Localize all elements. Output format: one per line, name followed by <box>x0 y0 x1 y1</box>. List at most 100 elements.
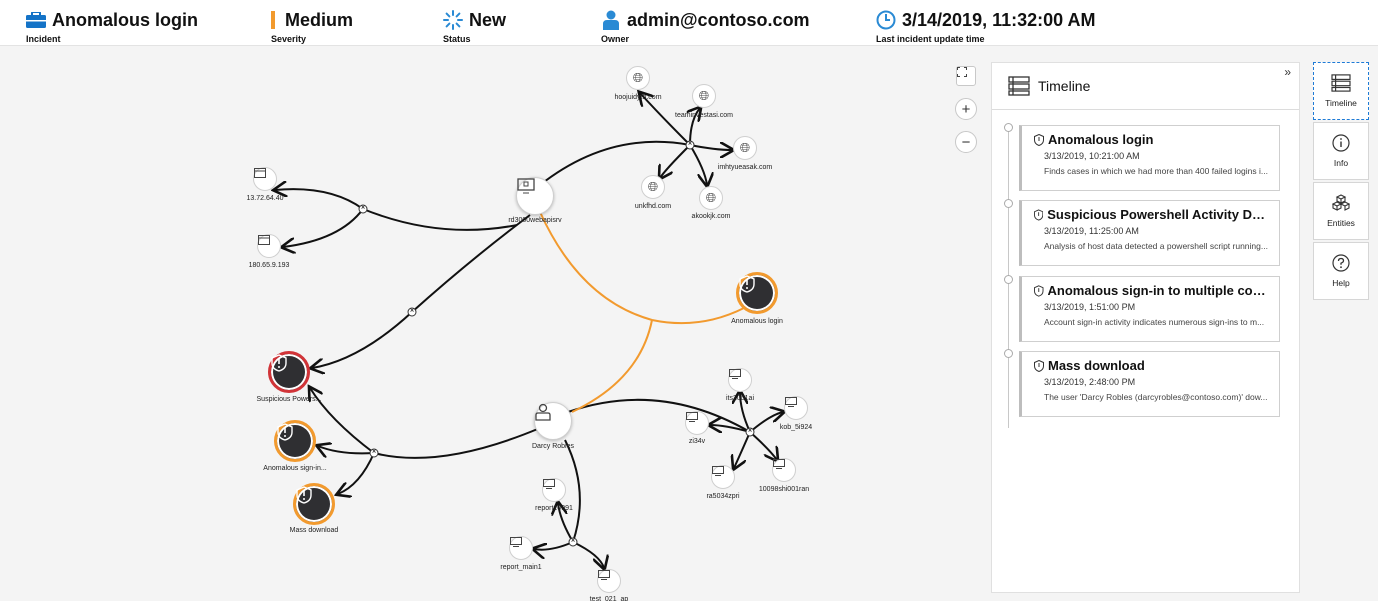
briefcase-icon <box>26 10 46 30</box>
computer-label: 10098shi001ran <box>758 486 810 493</box>
domain-node[interactable]: 🌐︎ <box>692 84 716 108</box>
alert-node-mass-download[interactable] <box>293 483 335 525</box>
investigation-graph[interactable]: × × × × × × 13.72.64.40 180.65.9.193 rd3… <box>0 46 990 601</box>
computer-node[interactable] <box>685 411 709 435</box>
shield-alert-icon <box>277 423 293 441</box>
graph-edges <box>0 46 990 601</box>
rail-timeline-button[interactable]: Timeline <box>1313 62 1369 120</box>
domain-node[interactable]: 🌐︎ <box>699 186 723 210</box>
domain-node[interactable]: 🌐︎ <box>641 175 665 199</box>
ip-icon <box>258 235 270 245</box>
globe-icon: 🌐︎ <box>647 179 659 194</box>
ip-label: 13.72.64.40 <box>246 195 284 202</box>
timeline-card-date: 3/13/2019, 10:21:00 AM <box>1044 151 1140 161</box>
edge-hub[interactable]: × <box>568 537 578 547</box>
spinner-icon <box>443 10 463 30</box>
globe-icon: 🌐︎ <box>698 88 710 103</box>
rail-entities-label: Entities <box>1327 218 1355 228</box>
shield-alert-icon <box>296 486 312 504</box>
server-node[interactable] <box>516 177 554 215</box>
globe-icon: 🌐︎ <box>739 140 751 155</box>
domain-label: unkfhd.com <box>634 203 672 210</box>
ip-node[interactable] <box>257 234 281 258</box>
user-node[interactable] <box>534 402 572 440</box>
edge-hub[interactable]: × <box>745 427 755 437</box>
timeline-card-title: Mass download <box>1048 358 1145 373</box>
computer-icon <box>785 397 797 407</box>
collapse-panel-button[interactable]: » <box>1284 65 1291 79</box>
computer-icon <box>598 570 610 580</box>
updated-field: 3/14/2019, 11:32:00 AM Last incident upd… <box>876 8 1096 45</box>
help-icon <box>1332 254 1350 272</box>
computer-icon <box>686 412 698 422</box>
alert-node-powershell[interactable] <box>268 351 310 393</box>
timeline-list-icon <box>1331 74 1351 92</box>
rail-entities-button[interactable]: Entities <box>1313 182 1369 240</box>
edge-hub[interactable]: × <box>358 204 368 214</box>
owner-label: Owner <box>601 34 630 44</box>
computer-label: report_main1 <box>500 564 542 571</box>
shield-alert-icon <box>271 354 287 372</box>
alert-node-anomalous-login[interactable] <box>736 272 778 314</box>
timeline-card[interactable]: Anomalous login 3/13/2019, 10:21:00 AM F… <box>1019 125 1280 191</box>
edge-hub[interactable]: × <box>407 307 417 317</box>
timeline-card-date: 3/13/2019, 2:48:00 PM <box>1044 377 1136 387</box>
domain-label: teaminvestasi.com <box>675 112 733 119</box>
edge-hub[interactable]: × <box>369 448 379 458</box>
alert-label: Anomalous login <box>731 318 783 325</box>
ip-node[interactable] <box>253 167 277 191</box>
timeline-card[interactable]: Anomalous sign-in to multiple comp... 3/… <box>1019 276 1280 342</box>
shield-alert-icon <box>739 275 755 293</box>
computer-node[interactable] <box>509 536 533 560</box>
computer-icon <box>712 466 724 476</box>
alert-label: Anomalous sign-in... <box>263 465 327 472</box>
timeline-card[interactable]: Suspicious Powershell Activity Detec... … <box>1019 200 1280 266</box>
timeline-card-desc: Account sign-in activity indicates numer… <box>1044 317 1265 327</box>
computer-node[interactable] <box>711 465 735 489</box>
timeline-card-desc: The user 'Darcy Robles (darcyrobles@cont… <box>1044 392 1268 402</box>
timeline-list-icon <box>1008 76 1030 96</box>
computer-icon <box>543 479 555 489</box>
timeline-dot <box>1004 123 1013 132</box>
zoom-in-button[interactable]: + <box>955 98 977 120</box>
timeline-card-desc: Analysis of host data detected a powersh… <box>1044 241 1268 251</box>
timeline-card[interactable]: Mass download 3/13/2019, 2:48:00 PM The … <box>1019 351 1280 417</box>
computer-node[interactable] <box>597 569 621 593</box>
domain-node[interactable]: 🌐︎ <box>626 66 650 90</box>
timeline-header: Timeline <box>992 63 1299 110</box>
owner-field: admin@contoso.com Owner <box>601 8 810 45</box>
shield-icon <box>1034 284 1044 297</box>
rail-info-label: Info <box>1333 158 1349 168</box>
fit-icon <box>957 67 967 77</box>
timeline-panel: » Timeline Anomalous login 3/13/2019, 10… <box>991 62 1300 593</box>
timeline-dot <box>1004 199 1013 208</box>
rail-info-button[interactable]: Info <box>1313 122 1369 180</box>
alert-node-signin[interactable] <box>274 420 316 462</box>
updated-value: 3/14/2019, 11:32:00 AM <box>902 9 1096 30</box>
computer-label: its2001ai <box>725 395 755 402</box>
rail-help-label: Help <box>1332 278 1350 288</box>
computer-node[interactable] <box>784 396 808 420</box>
computer-node[interactable] <box>772 458 796 482</box>
computer-node[interactable] <box>542 478 566 502</box>
owner-value: admin@contoso.com <box>627 9 810 30</box>
timeline-card-title: Suspicious Powershell Activity Detec... <box>1047 207 1271 222</box>
computer-label: zi34v <box>688 438 706 445</box>
computer-node[interactable] <box>728 368 752 392</box>
domain-node[interactable]: 🌐︎ <box>733 136 757 160</box>
plus-icon: + <box>961 100 971 118</box>
user-label: Darcy Robles <box>531 443 575 450</box>
shield-icon <box>1034 359 1044 372</box>
zoom-out-button[interactable]: − <box>955 131 977 153</box>
fit-to-screen-button[interactable] <box>956 66 976 86</box>
ip-icon <box>254 168 266 178</box>
timeline-dot <box>1004 349 1013 358</box>
incident-field: Anomalous login Incident <box>26 8 198 44</box>
domain-label: hoojuidyth.com <box>614 94 662 101</box>
rail-help-button[interactable]: Help <box>1313 242 1369 300</box>
ip-label: 180.65.9.193 <box>248 262 290 269</box>
domain-label: akookjk.com <box>691 213 731 220</box>
edge-hub[interactable]: × <box>685 140 695 150</box>
status-value: New <box>469 9 507 30</box>
timeline-dot <box>1004 275 1013 284</box>
